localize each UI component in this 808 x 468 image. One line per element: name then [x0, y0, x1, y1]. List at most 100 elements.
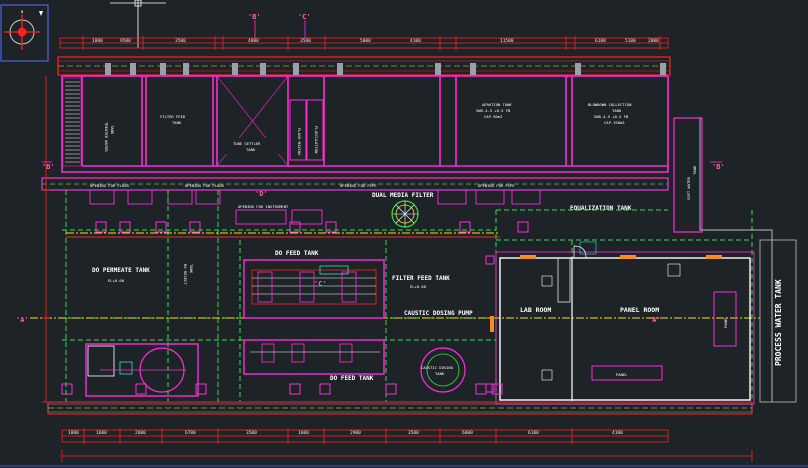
blowdown-collection-tank[interactable]: BLOWDOWN COLLECTION TANK SWD-4.5 +0.5 FB… — [588, 102, 632, 125]
top-dimension-labels: 1800 9500 3500 4000 3500 5000 4100 11500… — [92, 38, 659, 44]
caustic-dosing-tank[interactable]: CAUSTIC DOSING TANK — [420, 347, 466, 393]
process-water-tank[interactable]: PROCESS WATER TANK — [759, 239, 797, 403]
dim-top-4: 4000 — [248, 38, 259, 44]
dim-top-11: 2000 — [648, 38, 659, 44]
tube-settler-label: TUBE SETTLER — [233, 141, 261, 146]
top-row-fittings — [105, 63, 666, 75]
caustic-dosing-tank-label-2: TANK — [435, 371, 445, 376]
right-outline — [699, 118, 773, 402]
do-permeate-ele: EL+0.00 — [108, 278, 125, 283]
dim-top-6: 5000 — [360, 38, 371, 44]
overall-dimension-line — [61, 450, 753, 462]
bottom-dimension-labels: 1800 1600 2600 6700 3500 1600 2900 3500 … — [68, 430, 623, 436]
opening-notes: OPENING FOR FLOOR OPENING FOR FLOOR OPEN… — [90, 183, 515, 209]
dim-bottom-1: 1800 — [68, 430, 79, 436]
section-a-left: 'A' — [16, 316, 29, 324]
soft-water-tank[interactable]: SOFT WATER TANK — [673, 117, 703, 233]
treated-water-tank[interactable]: TREATED WATER TANK — [104, 122, 115, 152]
top-walkway — [57, 56, 671, 76]
blowdown-label: BLOWDOWN COLLECTION — [588, 102, 632, 107]
section-markers-top: 'B' 'C' — [248, 13, 311, 38]
top-dimension-ticks — [82, 36, 661, 50]
soft-water-label-2: TANK — [692, 165, 697, 175]
section-d-marker: 'D' — [255, 190, 268, 198]
section-b-top: 'B' — [248, 13, 261, 21]
windows — [490, 255, 722, 332]
left-staircase — [62, 77, 82, 167]
lab-room-label: LAB ROOM — [520, 306, 551, 314]
filter-feed-top-label: FILTER FEED — [160, 114, 186, 119]
dim-bottom-10: 6100 — [528, 430, 539, 436]
ro-reject-tank[interactable]: RO REJECT TANK — [183, 264, 194, 285]
dim-top-1: 1800 — [92, 38, 103, 44]
section-a-right: 'A' — [648, 316, 661, 324]
do-feed-tank-lower[interactable]: DO FEED TANK — [243, 339, 385, 382]
dim-top-7: 4100 — [410, 38, 421, 44]
section-c-mid-marker: 'C' — [314, 280, 327, 288]
soft-water-label: SOFT WATER — [686, 176, 691, 200]
filter-feed-mid-label: FILTER FEED TANK — [392, 275, 450, 282]
aeration-cap: CAP-90m3 — [484, 114, 502, 119]
filter-feed-top-label-2: TANK — [172, 120, 182, 125]
flocculation-tank[interactable]: FLOCCULATION — [306, 99, 324, 161]
treated-water-label-2: TANK — [110, 125, 115, 135]
aeration-swd: SWD-4.5 +0.5 FB — [476, 108, 511, 113]
section-c-mid: 'C' — [314, 280, 327, 288]
dual-media-filter[interactable]: DUAL MEDIA FILTER — [372, 192, 434, 228]
aeration-tank[interactable]: AERATION TANK SWD-4.5 +0.5 FB CAP-90m3 — [476, 102, 512, 119]
dim-bottom-8: 3500 — [408, 430, 419, 436]
blowdown-label-2: TANK — [612, 108, 622, 113]
dim-top-8: 11500 — [500, 38, 514, 44]
do-permeate-tank[interactable]: DO PERMEATE TANK EL+0.00 — [92, 267, 150, 283]
dim-bottom-3: 2600 — [135, 430, 146, 436]
dim-top-9: 6100 — [595, 38, 606, 44]
dim-bottom-6: 1600 — [298, 430, 309, 436]
filter-feed-tank-top[interactable]: FILTER FEED TANK — [160, 114, 186, 125]
panel-room[interactable]: PANEL ROOM PANEL PANEL — [591, 263, 737, 381]
panel-room-label: PANEL ROOM — [620, 306, 659, 314]
dim-top-2: 9500 — [120, 38, 131, 44]
lab-panel-building — [495, 251, 755, 405]
note-opening-pipe-2: OPENING FOR PIPE — [478, 183, 515, 188]
dim-top-5: 3500 — [300, 38, 311, 44]
column-stubs — [61, 221, 529, 395]
lab-room[interactable]: LAB ROOM — [520, 257, 571, 381]
section-b-left: 'B' — [42, 163, 55, 171]
blowdown-swd: SWD-4.5 +0.5 FB — [594, 114, 629, 119]
treated-water-label: TREATED WATER — [104, 122, 109, 152]
ro-reject-label: RO REJECT — [183, 264, 188, 285]
dim-bottom-5: 3500 — [246, 430, 257, 436]
section-c-top: 'C' — [298, 13, 311, 21]
dim-bottom-4: 6700 — [185, 430, 196, 436]
section-a-markers: 'A' 'A' — [16, 316, 661, 324]
dim-top-10: 5100 — [625, 38, 636, 44]
do-feed-tank-upper[interactable]: DO FEED TANK — [243, 250, 385, 319]
pump-row[interactable] — [89, 189, 541, 225]
view-cube[interactable]: N — [0, 4, 49, 62]
sump-area[interactable] — [85, 343, 199, 397]
note-opening-floor-2: OPENING FOR FLOOR — [185, 183, 225, 188]
lab-door[interactable] — [573, 241, 597, 259]
blowdown-cap: CAP-190m3 — [604, 120, 625, 125]
dim-bottom-7: 2900 — [350, 430, 361, 436]
dim-top-3: 3500 — [175, 38, 186, 44]
top-dimension-chain — [59, 37, 669, 49]
crosshair-cursor — [110, 0, 166, 48]
flash-mixing-label: FLASH MIXING — [297, 128, 302, 156]
caustic-dosing-tank-label: CAUSTIC DOSING — [421, 365, 454, 370]
tube-settler-tank[interactable]: TUBE SETTLER TANK — [216, 75, 289, 167]
tube-settler-label-2: TANK — [246, 147, 256, 152]
left-dimension-chain — [42, 76, 50, 403]
view-cube-north: N — [21, 9, 24, 14]
outer-walls — [61, 75, 669, 173]
do-permeate-label: DO PERMEATE TANK — [92, 267, 150, 274]
aeration-label: AERATION TANK — [482, 102, 512, 107]
ro-reject-label-2: TANK — [189, 264, 194, 274]
filter-feed-mid-ele: EL+0.00 — [410, 284, 427, 289]
process-water-label: PROCESS WATER TANK — [774, 279, 783, 366]
pipe-line-yellow — [30, 232, 760, 319]
flash-mixing-tank[interactable]: FLASH MIXING — [289, 99, 307, 161]
section-b-markers: 'B' 'B' — [42, 161, 725, 171]
